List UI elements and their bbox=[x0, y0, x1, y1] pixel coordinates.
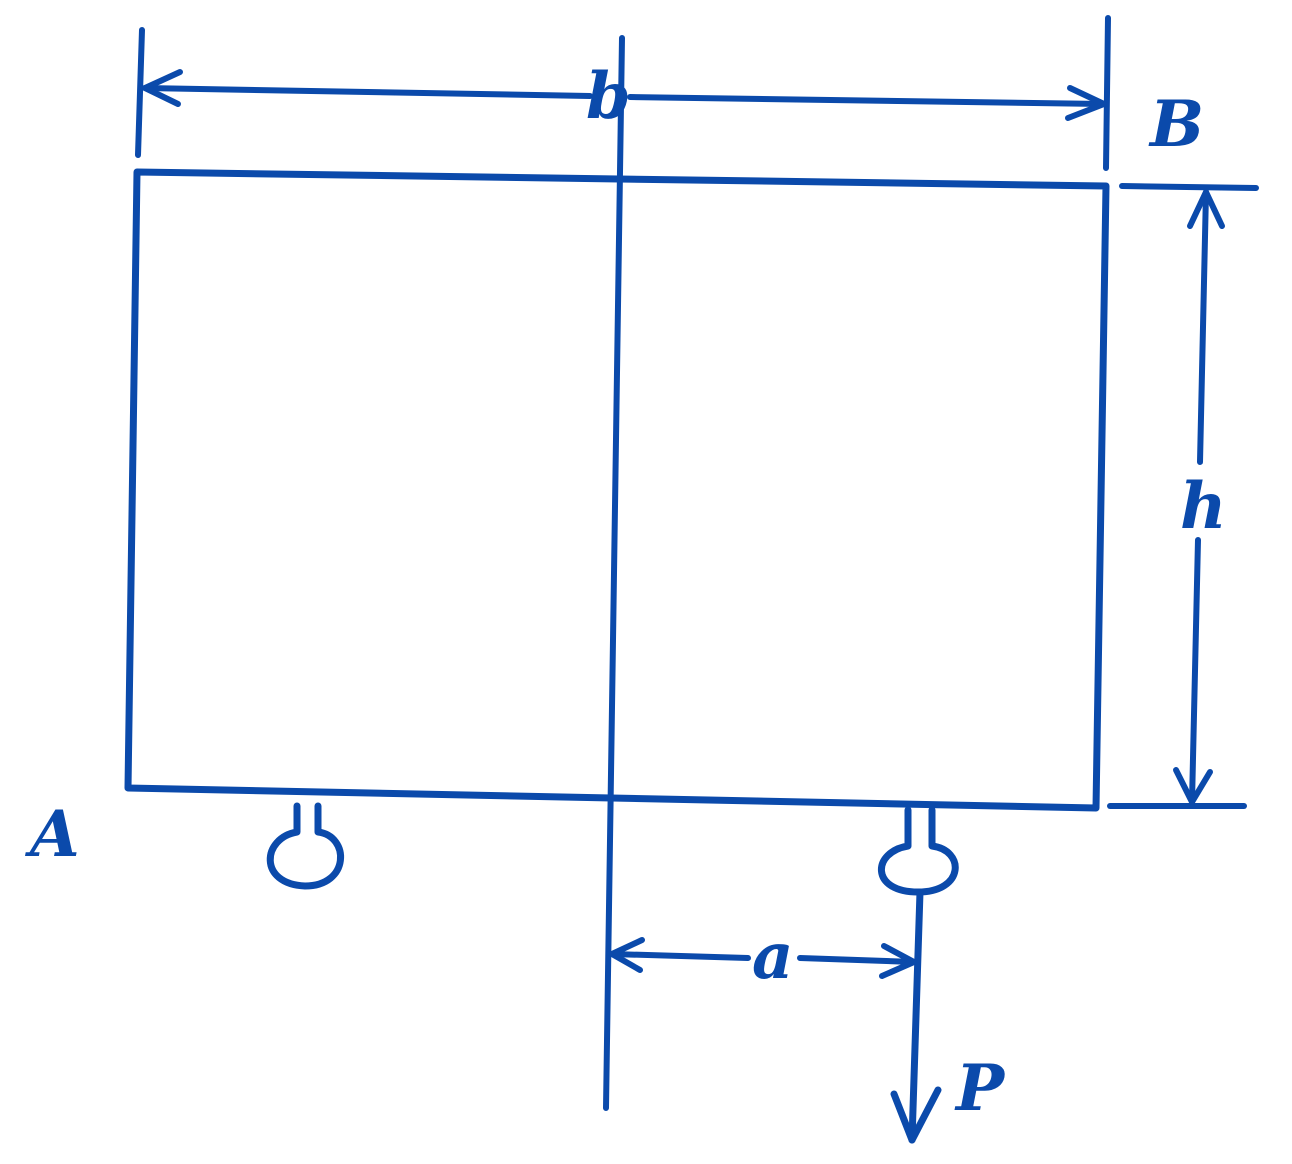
height-arrow-bottom-icon bbox=[1173, 767, 1213, 805]
label-width: b bbox=[586, 59, 631, 134]
load-arrowhead-icon bbox=[890, 1086, 942, 1144]
center-line bbox=[603, 35, 625, 1111]
label-height: h bbox=[1180, 469, 1227, 544]
height-dimension-line bbox=[1189, 189, 1209, 805]
offset-arrow-left-icon bbox=[609, 937, 645, 973]
label-b-point: B bbox=[1148, 87, 1204, 162]
label-a-point: A bbox=[25, 797, 80, 872]
top-height-extension bbox=[1119, 183, 1259, 191]
label-offset: a bbox=[752, 919, 793, 994]
width-arrow-right-icon bbox=[1065, 85, 1107, 121]
right-support-icon bbox=[878, 806, 959, 896]
plate-outline bbox=[124, 168, 1110, 812]
right-extension-line bbox=[1103, 15, 1111, 171]
left-extension-line bbox=[135, 27, 145, 158]
offset-arrow-right-icon bbox=[879, 943, 917, 979]
offset-dimension-line bbox=[609, 951, 917, 965]
left-support-icon bbox=[266, 802, 344, 890]
load-arrow-line bbox=[908, 888, 924, 1144]
width-arrow-left-icon bbox=[142, 69, 183, 107]
width-dimension-line bbox=[142, 85, 1107, 107]
label-load: P bbox=[954, 1051, 1006, 1126]
height-arrow-top-icon bbox=[1187, 189, 1225, 229]
